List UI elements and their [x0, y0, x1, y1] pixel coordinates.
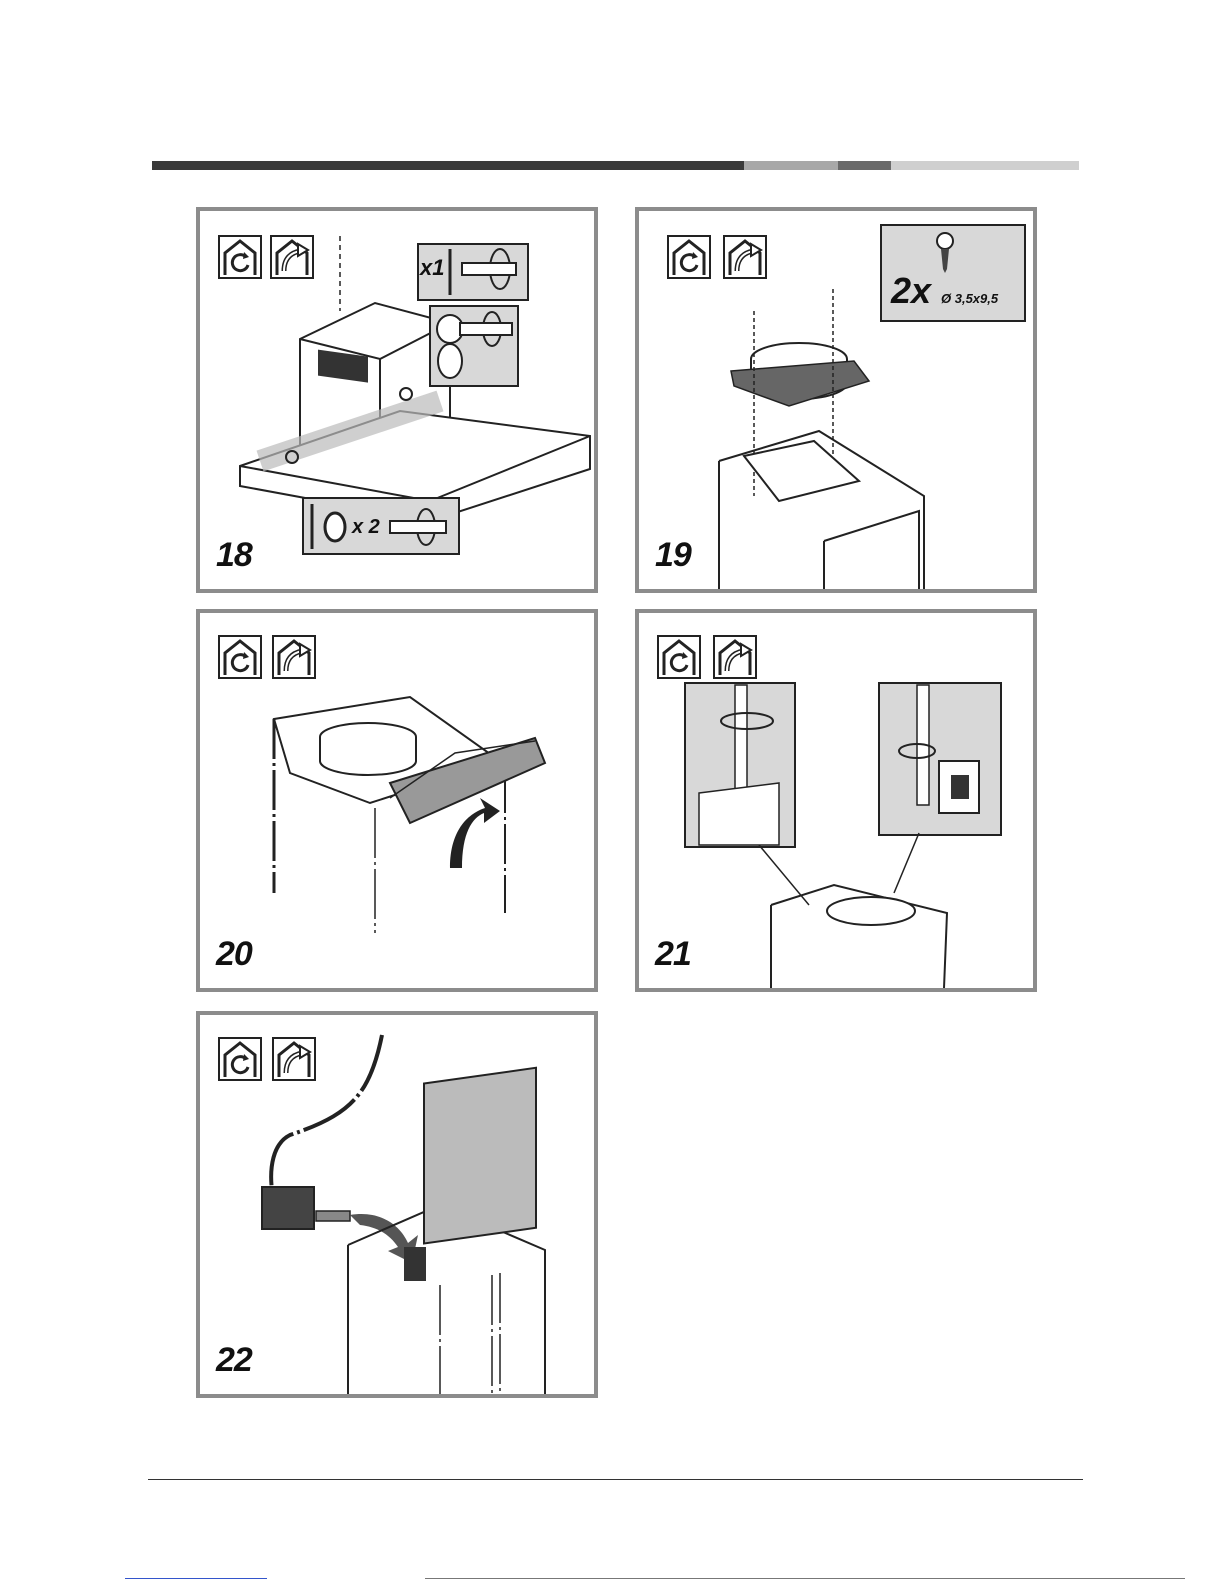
ducted-mode-icon: [271, 236, 313, 278]
recirculation-mode-icon: [668, 236, 710, 278]
step-number: 18: [216, 536, 252, 575]
step-number: 20: [216, 935, 252, 974]
step-20-illustration: [200, 613, 594, 988]
header-bar-mid: [838, 161, 891, 170]
recirculation-mode-icon: [219, 636, 261, 678]
step-panel-18: x1 x 2 18: [196, 207, 598, 593]
recirculation-mode-icon: [219, 236, 261, 278]
recirculation-mode-icon: [219, 1038, 261, 1080]
step-number: 21: [655, 935, 691, 974]
page-edge-artifact: [425, 1578, 1185, 1579]
step-19-illustration: 2x Ø 3,5x9,5: [639, 211, 1033, 589]
header-bar-light: [744, 161, 838, 170]
step-panel-22: 22: [196, 1011, 598, 1398]
step-number: 19: [655, 536, 691, 575]
step-21-illustration: [639, 613, 1033, 988]
ducted-mode-icon: [273, 636, 315, 678]
ducted-mode-icon: [714, 636, 756, 678]
page-edge-artifact: [125, 1578, 267, 1579]
ducted-mode-icon: [273, 1038, 315, 1080]
header-bar-pale: [891, 161, 1079, 170]
screw-quantity-label: 2x: [890, 270, 933, 311]
step-18-illustration: x1 x 2: [200, 211, 594, 589]
step-22-illustration: [200, 1015, 594, 1394]
screw-count-label: x1: [419, 255, 444, 280]
washer-count-label: x 2: [351, 516, 380, 538]
step-number: 22: [216, 1341, 252, 1380]
screw-spec-label: Ø 3,5x9,5: [941, 291, 999, 306]
step-panel-19: 2x Ø 3,5x9,5 19: [635, 207, 1037, 593]
step-panel-20: 20: [196, 609, 598, 992]
step-panel-21: 21: [635, 609, 1037, 992]
recirculation-mode-icon: [658, 636, 700, 678]
ducted-mode-icon: [724, 236, 766, 278]
header-bar-dark: [152, 161, 744, 170]
footer-rule: [148, 1479, 1083, 1480]
